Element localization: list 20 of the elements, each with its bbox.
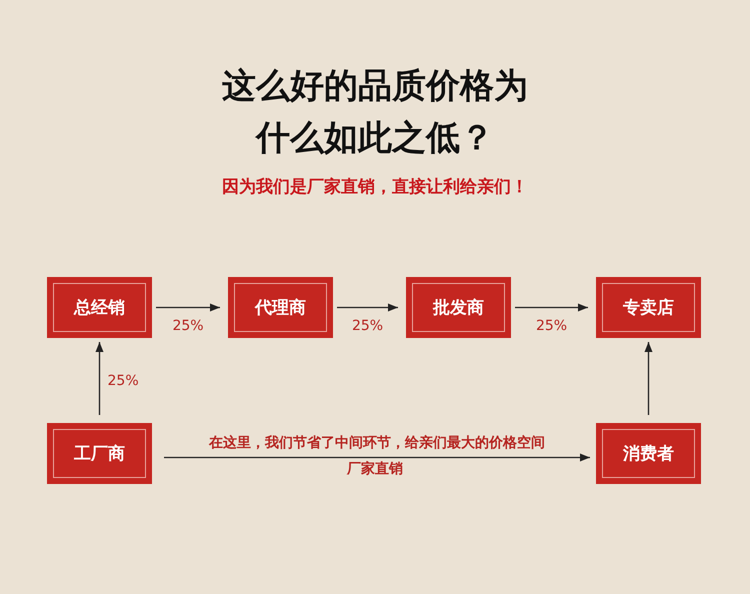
arrow [644, 342, 652, 415]
edge-label: 在这里，我们节省了中间环节，给亲们最大的价格空间 [209, 434, 545, 452]
process-box: 代理商 [228, 277, 333, 338]
process-box: 总经销 [47, 277, 152, 338]
edge-label: 25% [172, 318, 204, 334]
title: 这么好的品质价格为什么如此之低？ [221, 65, 529, 160]
process-box: 工厂商 [47, 423, 152, 484]
process-box: 消费者 [596, 423, 701, 484]
edge-label: 25% [108, 372, 139, 388]
process-box: 批发商 [406, 277, 511, 338]
edge-note: 厂家直销 [346, 460, 404, 478]
arrow [164, 454, 590, 462]
subtitle: 因为我们是厂家直销，直接让利给亲们！ [221, 176, 529, 198]
edge-label: 25% [536, 318, 568, 334]
process-box: 专卖店 [596, 277, 701, 338]
edge-label: 25% [352, 318, 384, 334]
arrow [96, 342, 104, 415]
arrow [337, 304, 398, 312]
arrow [156, 304, 220, 312]
arrow [515, 304, 588, 312]
